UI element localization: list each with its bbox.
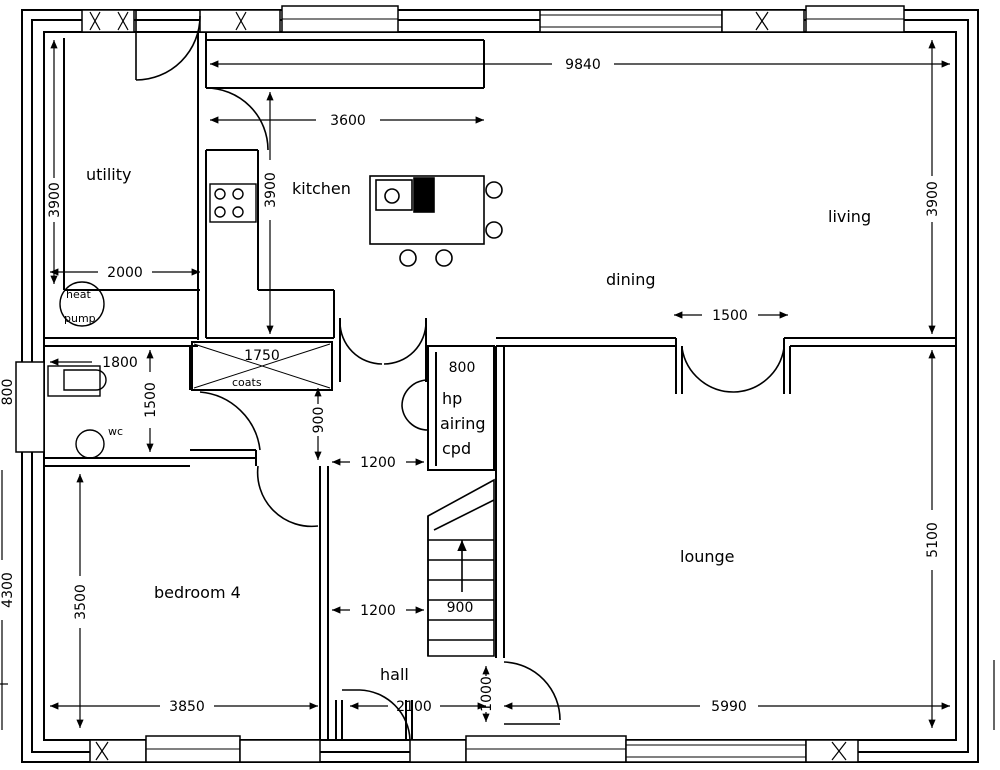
dim-900-hall: 900 <box>311 407 327 434</box>
window-cross-marks <box>89 11 847 761</box>
label-hp: hp <box>442 389 462 408</box>
dim-2000: 2000 <box>107 265 143 281</box>
label-airing: airing <box>440 414 486 433</box>
label-bedroom-4: bedroom 4 <box>154 583 241 602</box>
label-lounge: lounge <box>680 547 735 566</box>
dim-1750: 1750 <box>244 348 280 364</box>
dim-1000: 1000 <box>479 676 495 712</box>
dim-3850: 3850 <box>169 699 205 715</box>
dim-1500-doors: 1500 <box>712 308 748 324</box>
wc-fixtures <box>47 365 107 459</box>
dim-800-left: 800 <box>0 379 16 406</box>
label-utility: utility <box>86 165 132 184</box>
interior-walls <box>44 32 956 740</box>
dim-3900-living: 3900 <box>925 181 941 217</box>
dim-5990: 5990 <box>711 699 747 715</box>
coats-cross <box>193 343 331 389</box>
dim-2100: 2100 <box>396 699 432 715</box>
hob-unit <box>209 183 257 223</box>
dim-3500: 3500 <box>73 584 89 620</box>
dim-1500-wc: 1500 <box>143 382 159 418</box>
dim-1200-mid: 1200 <box>360 603 396 619</box>
label-cpd: cpd <box>442 439 471 458</box>
dim-9840: 9840 <box>565 57 601 73</box>
label-living: living <box>828 207 871 226</box>
dimension-labels: 9840 3600 3900 3900 3900 2000 1800 1750 … <box>0 57 941 715</box>
label-heat: heat <box>66 288 91 301</box>
dim-3900-utility: 3900 <box>47 182 63 218</box>
label-hall: hall <box>380 665 409 684</box>
kitchen-island <box>369 175 503 267</box>
dim-3900-kitchen: 3900 <box>263 172 279 208</box>
dim-1200-top: 1200 <box>360 455 396 471</box>
dim-4300-left: 4300 <box>0 572 16 608</box>
dim-900-stair: 900 <box>447 600 474 616</box>
label-wc: wc <box>108 425 123 438</box>
label-kitchen: kitchen <box>292 179 351 198</box>
doors <box>135 10 785 741</box>
dim-1800: 1800 <box>102 355 138 371</box>
dimension-lines <box>0 40 995 730</box>
dim-800-cpd: 800 <box>449 360 476 376</box>
staircase <box>427 478 495 657</box>
heat-pump-unit <box>59 281 105 327</box>
label-dining: dining <box>606 270 655 289</box>
dim-3600: 3600 <box>330 113 366 129</box>
room-labels: utility kitchen living dining lounge bed… <box>64 165 871 684</box>
label-coats: coats <box>232 376 262 389</box>
label-pump: pump <box>64 312 96 325</box>
outer-walls <box>21 9 979 763</box>
dim-5100: 5100 <box>925 522 941 558</box>
window-glazing <box>146 14 904 758</box>
